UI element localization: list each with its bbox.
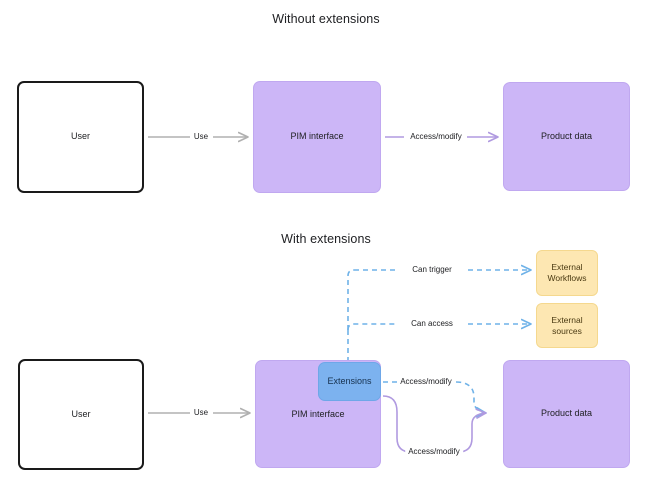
node-product-data-top[interactable]: Product data bbox=[503, 82, 630, 191]
node-external-workflows-label-line2: Workflows bbox=[547, 273, 587, 283]
node-product-data-top-label: Product data bbox=[540, 130, 593, 141]
node-external-sources-label-line1: External bbox=[551, 314, 583, 325]
node-product-data-bottom[interactable]: Product data bbox=[503, 360, 630, 468]
node-user-top[interactable]: User bbox=[17, 81, 144, 193]
edge-extensions-trunk bbox=[347, 269, 355, 362]
node-external-sources-label-line2: sources bbox=[552, 325, 582, 336]
edge-label-can-access: Can access bbox=[408, 320, 456, 328]
node-pim-interface-top[interactable]: PIM interface bbox=[253, 81, 381, 193]
node-product-data-bottom-label: Product data bbox=[540, 408, 593, 419]
edge-label-access-modify-top: Access/modify bbox=[407, 133, 465, 141]
edge-label-use-top: Use bbox=[190, 133, 212, 141]
node-external-workflows-label-line1: External bbox=[551, 262, 583, 273]
edge-pim-access-modify bbox=[382, 395, 486, 453]
node-external-workflows[interactable]: External Workflows bbox=[536, 250, 598, 296]
node-user-bottom-label: User bbox=[71, 408, 91, 419]
edge-ext-access-modify bbox=[383, 381, 486, 413]
section-title-with-extensions: With extensions bbox=[281, 232, 371, 246]
node-external-sources[interactable]: External sources bbox=[536, 303, 598, 348]
node-extensions-label: Extensions bbox=[327, 375, 372, 386]
node-user-top-label: User bbox=[70, 131, 90, 142]
edge-label-can-trigger: Can trigger bbox=[409, 266, 455, 274]
node-pim-interface-bottom-label: PIM interface bbox=[291, 409, 345, 419]
section-title-without-extensions: Without extensions bbox=[272, 12, 380, 26]
edge-label-ext-access-modify: Access/modify bbox=[397, 378, 455, 386]
edge-label-use-bottom: Use bbox=[190, 409, 212, 417]
node-user-bottom[interactable]: User bbox=[18, 359, 144, 470]
edge-label-pim-access-modify: Access/modify bbox=[405, 448, 463, 456]
node-extensions[interactable]: Extensions bbox=[318, 362, 381, 401]
node-pim-interface-top-label: PIM interface bbox=[290, 131, 344, 142]
